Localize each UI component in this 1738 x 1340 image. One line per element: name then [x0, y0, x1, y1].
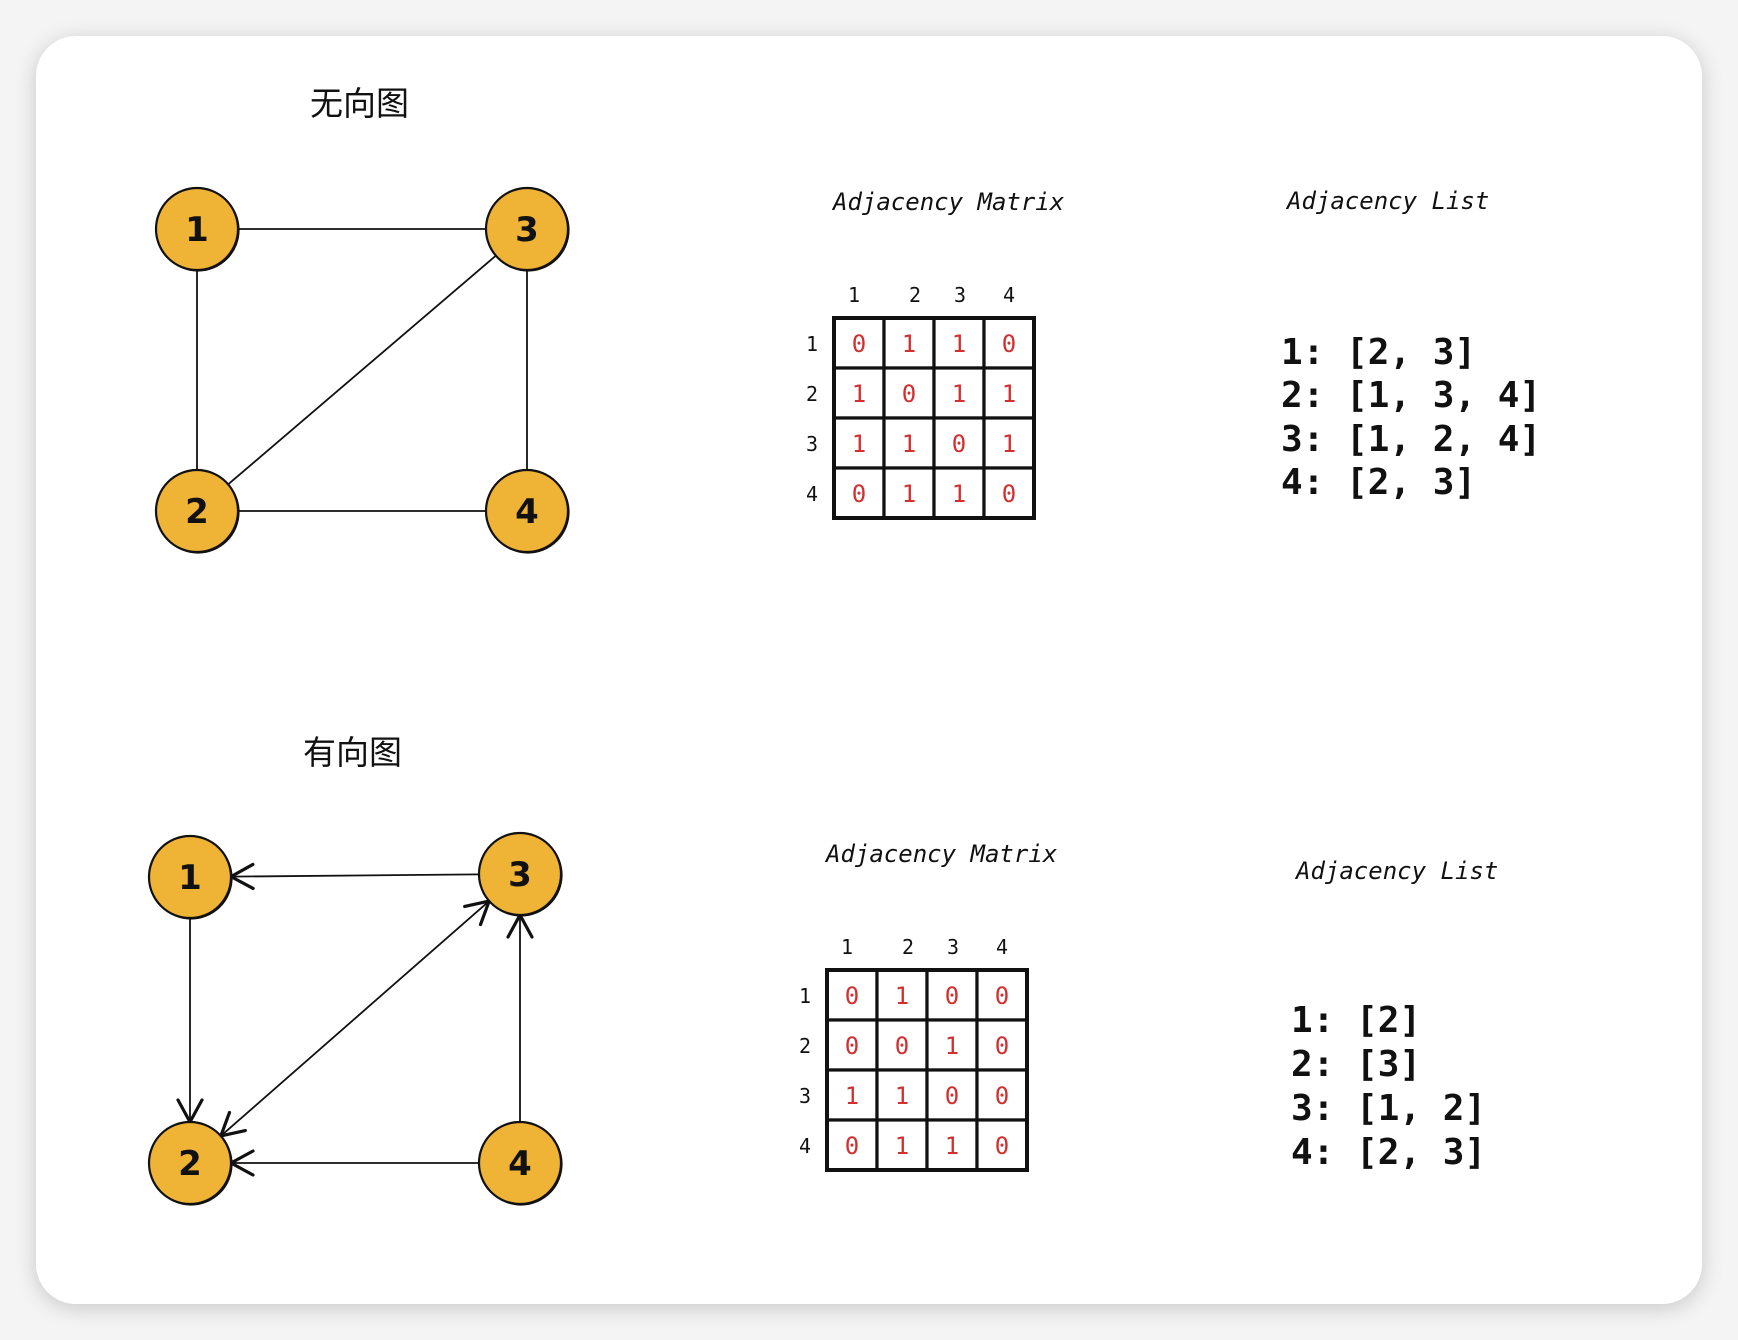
directed-matrix-cell-value-2-4: 0 — [995, 1032, 1009, 1060]
directed-matrix-col-label-1: 1 — [841, 935, 853, 959]
undirected-matrix-cell-value-3-4: 1 — [1002, 430, 1016, 458]
directed-edge-3-1 — [230, 873, 480, 878]
directed-matrix-cell-value-4-4: 0 — [995, 1132, 1009, 1160]
directed-matrix-title: Adjacency Matrix — [824, 840, 1058, 868]
undirected-matrix-cell-value-3-2: 1 — [902, 430, 916, 458]
directed-matrix-cell-value-1-2: 1 — [895, 982, 909, 1010]
directed-matrix-cell-value-4-1: 0 — [845, 1132, 859, 1160]
directed-node-4-label: 4 — [508, 1144, 532, 1184]
directed-list-line-2: 2: [3] — [1291, 1044, 1421, 1085]
undirected-list-title: Adjacency List — [1285, 187, 1489, 215]
undirected-matrix-col-label-2: 2 — [909, 283, 921, 307]
directed-matrix-col-label-3: 3 — [947, 935, 959, 959]
undirected-matrix-cell-value-4-4: 0 — [1002, 480, 1016, 508]
directed-list-line-1: 1: [2] — [1291, 1000, 1421, 1041]
undirected-matrix-cell-value-1-1: 0 — [852, 330, 866, 358]
undirected-list: 1: [2, 3] 2: [1, 3, 4] 3: [1, 2, 4] 4: [… — [1281, 332, 1541, 503]
undirected-edges — [196, 228, 528, 512]
directed-matrix-row-label-4: 4 — [799, 1134, 811, 1158]
directed-matrix-col-label-4: 4 — [996, 935, 1008, 959]
directed-matrix-cell-4-4 — [975, 1118, 1029, 1172]
undirected-matrix-row-label-1: 1 — [806, 332, 818, 356]
undirected-matrix-title: Adjacency Matrix — [831, 188, 1065, 216]
undirected-matrix-cell-value-2-3: 1 — [952, 380, 966, 408]
directed-list-line-3: 3: [1, 2] — [1291, 1088, 1486, 1129]
undirected-matrix-cell-4-4 — [982, 466, 1036, 520]
undirected-node-2-label: 2 — [185, 492, 209, 532]
directed-matrix-cell-value-4-3: 1 — [945, 1132, 959, 1160]
directed-node-3 — [477, 831, 563, 917]
directed-edges — [176, 862, 534, 1177]
undirected-node-4-label: 4 — [515, 492, 539, 532]
directed-matrix-cell-value-4-2: 1 — [895, 1132, 909, 1160]
undirected-matrix-cell-3-2 — [882, 416, 936, 470]
directed-matrix-cell-value-3-4: 0 — [995, 1082, 1009, 1110]
undirected-matrix-cell-value-3-3: 0 — [952, 430, 966, 458]
undirected-matrix-cell-value-2-2: 0 — [902, 380, 916, 408]
directed-edge-2-3 — [220, 900, 490, 1137]
undirected-matrix: 1 2 3 4 1 2 3 4 0 1 1 0 1 0 1 1 1 1 0 1 0 1 1 0 — [806, 283, 1036, 520]
directed-matrix-cell-value-3-3: 0 — [945, 1082, 959, 1110]
undirected-matrix-cell-4-3 — [932, 466, 986, 520]
undirected-node-2 — [154, 468, 240, 554]
directed-node-2-label: 2 — [178, 1144, 202, 1184]
directed-node-1 — [147, 834, 233, 920]
directed-matrix-cell-2-3 — [925, 1018, 979, 1072]
directed-title: 有向图 — [303, 733, 402, 772]
undirected-matrix-row-label-2: 2 — [806, 382, 818, 406]
undirected-node-4 — [484, 468, 570, 554]
undirected-list-line-1: 1: [2, 3] — [1281, 332, 1476, 373]
undirected-matrix-cell-value-4-3: 1 — [952, 480, 966, 508]
directed-matrix-cell-value-2-2: 0 — [895, 1032, 909, 1060]
undirected-matrix-col-label-4: 4 — [1003, 283, 1015, 307]
directed-matrix-cell-value-1-1: 0 — [845, 982, 859, 1010]
directed-matrix-border — [825, 968, 1029, 1172]
directed-matrix-cell-value-3-2: 1 — [895, 1082, 909, 1110]
directed-node-4 — [477, 1120, 563, 1206]
undirected-matrix-cell-value-1-4: 0 — [1002, 330, 1016, 358]
directed-nodes: 1 2 3 4 — [147, 831, 563, 1206]
directed-matrix-cell-value-1-3: 0 — [945, 982, 959, 1010]
undirected-matrix-row-label-3: 3 — [806, 432, 818, 456]
undirected-matrix-cell-value-2-4: 1 — [1002, 380, 1016, 408]
directed-matrix: 1 2 3 4 1 2 3 4 0 1 0 0 0 0 1 0 1 1 0 0 0 1 1 0 — [799, 935, 1029, 1172]
directed-matrix-cell-value-1-4: 0 — [995, 982, 1009, 1010]
undirected-node-1-label: 1 — [185, 210, 209, 250]
directed-list-line-4: 4: [2, 3] — [1291, 1132, 1486, 1173]
undirected-matrix-cell-value-1-3: 1 — [952, 330, 966, 358]
undirected-matrix-cell-value-1-2: 1 — [902, 330, 916, 358]
undirected-matrix-cell-value-4-2: 1 — [902, 480, 916, 508]
undirected-matrix-cell-value-3-1: 1 — [852, 430, 866, 458]
directed-matrix-row-label-2: 2 — [799, 1034, 811, 1058]
undirected-edge-2-3 — [227, 254, 497, 486]
directed-list-title: Adjacency List — [1294, 857, 1498, 885]
undirected-matrix-row-label-4: 4 — [806, 482, 818, 506]
undirected-node-1 — [154, 186, 240, 272]
undirected-matrix-cell-value-4-1: 0 — [852, 480, 866, 508]
directed-node-2 — [147, 1120, 233, 1206]
undirected-matrix-cell-value-2-1: 1 — [852, 380, 866, 408]
directed-matrix-row-label-1: 1 — [799, 984, 811, 1008]
directed-matrix-cell-value-2-1: 0 — [845, 1032, 859, 1060]
undirected-list-line-2: 2: [1, 3, 4] — [1281, 375, 1541, 416]
undirected-node-3-label: 3 — [515, 210, 539, 250]
directed-node-1-label: 1 — [178, 858, 202, 898]
undirected-list-line-3: 3: [1, 2, 4] — [1281, 419, 1541, 460]
undirected-matrix-col-label-1: 1 — [848, 283, 860, 307]
undirected-nodes: 1 2 3 4 — [154, 186, 570, 554]
directed-matrix-col-label-2: 2 — [902, 935, 914, 959]
undirected-node-3 — [484, 186, 570, 272]
directed-matrix-cell-value-2-3: 1 — [945, 1032, 959, 1060]
undirected-title: 无向图 — [310, 84, 409, 123]
directed-list: 1: [2] 2: [3] 3: [1, 2] 4: [2, 3] — [1291, 1000, 1486, 1173]
undirected-list-line-4: 4: [2, 3] — [1281, 462, 1476, 503]
directed-matrix-cell-2-1 — [825, 1018, 879, 1072]
directed-matrix-row-label-3: 3 — [799, 1084, 811, 1108]
undirected-matrix-border — [832, 316, 1036, 520]
directed-matrix-cell-value-3-1: 1 — [845, 1082, 859, 1110]
directed-node-3-label: 3 — [508, 855, 532, 895]
undirected-matrix-col-label-3: 3 — [954, 283, 966, 307]
